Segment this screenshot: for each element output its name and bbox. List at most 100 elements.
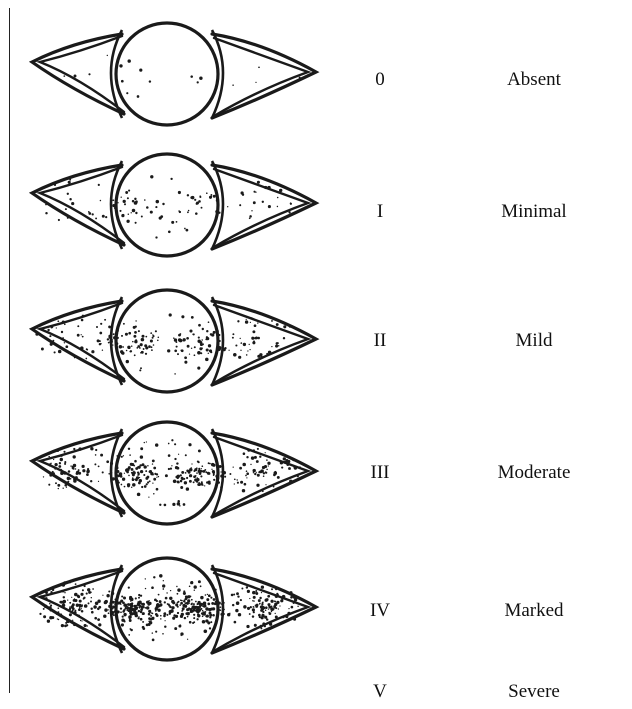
stipple-dot [60, 469, 63, 472]
stipple-dot [262, 470, 264, 472]
stipple-dot [140, 470, 143, 473]
stipple-dot [145, 470, 147, 472]
stipple-dot [186, 337, 189, 340]
stipple-dot [261, 586, 264, 589]
stipple-dot [207, 603, 210, 606]
stipple-dot [132, 483, 135, 486]
stipple-dot [186, 608, 189, 611]
stipple-dot [268, 603, 271, 606]
stipple-dot [202, 470, 204, 472]
stipple-dot [210, 351, 212, 353]
stipple-dot [282, 595, 286, 599]
stipple-dot [90, 591, 92, 593]
stipple-dot [73, 468, 75, 470]
stipple-dot [189, 586, 191, 588]
stipple-dot [143, 474, 145, 476]
stipple-dot [273, 489, 276, 492]
stipple-dot [113, 614, 115, 616]
stipple-dot [210, 597, 212, 599]
stipple-dot [275, 471, 277, 473]
stipple-dot [62, 337, 64, 339]
stipple-dot [202, 610, 204, 612]
stipple-dot [258, 614, 261, 617]
stipple-dot [164, 601, 166, 603]
globe-circle [116, 23, 218, 125]
stipple-dot [219, 609, 220, 610]
stipple-dot [205, 594, 207, 596]
stipple-dot [138, 474, 140, 476]
stipple-dot [275, 607, 277, 609]
stipple-dot [251, 456, 254, 459]
stipple-dot [93, 605, 97, 609]
stipple-dot [123, 604, 125, 606]
stipple-dot [148, 345, 151, 348]
stipple-dot [110, 462, 113, 465]
stipple-dot [194, 589, 195, 590]
stipple-dot [213, 598, 216, 601]
stipple-dot [50, 343, 53, 346]
stipple-dot [196, 472, 198, 474]
stipple-dot [77, 615, 80, 618]
stipple-dot [82, 469, 85, 472]
stipple-dot [250, 464, 251, 465]
stipple-dot [254, 473, 256, 475]
stipple-dot [187, 211, 189, 213]
stipple-dot [259, 603, 261, 605]
stipple-dot [72, 620, 73, 621]
stipple-dot [55, 482, 57, 484]
stipple-dot [148, 496, 149, 497]
stipple-dot [256, 460, 259, 463]
stipple-dot [84, 604, 88, 608]
stipple-dot [49, 606, 52, 609]
stipple-dot [232, 604, 234, 606]
stipple-dot [268, 351, 271, 354]
stipple-dot [107, 55, 108, 56]
stipple-dot [90, 607, 92, 609]
stipple-dot [216, 330, 219, 333]
stipple-dot [84, 624, 87, 627]
stipple-dot [122, 346, 124, 348]
stipple-dot [42, 596, 44, 598]
stipple-dot [195, 606, 197, 608]
stipple-dot [175, 341, 177, 343]
stipple-dot [81, 319, 84, 322]
stipple-dot [197, 367, 200, 370]
stipple-dot [194, 354, 196, 356]
stipple-dot [165, 474, 168, 477]
stipple-dot [209, 627, 211, 629]
stipple-dot [198, 324, 201, 327]
stipple-dot [67, 217, 69, 219]
stipple-dot [172, 601, 175, 604]
stipple-dot [249, 598, 250, 599]
stipple-dot [232, 333, 234, 335]
stipple-dot [240, 481, 243, 484]
stipple-dot [151, 349, 153, 351]
stipple-dot [169, 313, 172, 316]
stipple-dot [206, 598, 209, 601]
stipple-dot [212, 608, 214, 610]
stipple-dot [214, 602, 217, 605]
stipple-dot [100, 323, 102, 325]
stipple-dot [268, 205, 271, 208]
stipple-dot [171, 221, 174, 224]
stipple-dot [164, 620, 165, 621]
stipple-dot [152, 613, 154, 615]
stipple-dot [239, 467, 242, 470]
stipple-dot [71, 607, 73, 609]
stipple-dot [246, 456, 248, 458]
stipple-dot [131, 345, 133, 347]
stipple-dot [177, 606, 179, 608]
stipple-dot [150, 175, 153, 178]
stipple-dot [91, 597, 92, 598]
stipple-dot [201, 339, 203, 341]
stipple-dot [170, 178, 172, 180]
stipple-dot [126, 333, 128, 335]
stipple-dot [266, 459, 268, 461]
stipple-dot [98, 481, 99, 482]
stipple-dot [250, 606, 252, 608]
stipple-dot [259, 456, 261, 458]
stipple-dot [178, 191, 181, 194]
stipple-dot [134, 605, 136, 607]
stipple-dot [97, 339, 100, 342]
stipple-dot [280, 461, 283, 464]
